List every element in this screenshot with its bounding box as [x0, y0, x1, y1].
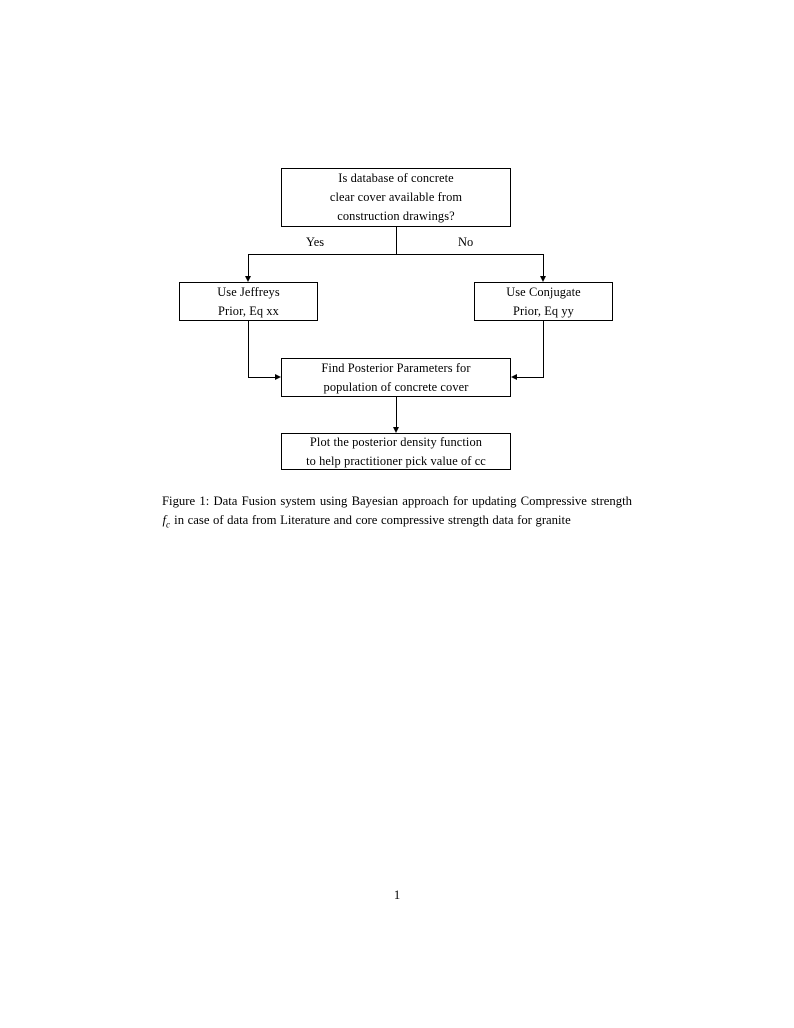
figure-caption-text-before: Data Fusion system using Bayesian approa…: [213, 494, 632, 508]
math-variable-subscript: c: [166, 519, 171, 530]
node-conjugate-line-1: Use Conjugate: [506, 284, 581, 299]
flowchart-node-find-posterior-parameters: Find Posterior Parameters for population…: [281, 358, 511, 397]
arrowhead-to-plot: [393, 427, 399, 433]
edge-label-no: No: [458, 235, 474, 249]
edge-jeffreys-to-posterior: [248, 377, 275, 378]
flowchart-node-conjugate-prior: Use Conjugate Prior, Eq yy: [474, 282, 613, 321]
node-posterior-line-1: Find Posterior Parameters for: [321, 360, 471, 375]
figure-caption-text-after: in case of data from Literature and core…: [174, 512, 571, 527]
edge-conjugate-down: [543, 321, 544, 377]
node-plot-line-2: to help practitioner pick value of cc: [306, 453, 486, 468]
edge-label-yes: Yes: [306, 235, 325, 249]
node-decision-line-3: construction drawings?: [337, 208, 455, 223]
node-posterior-line-2: population of concrete cover: [323, 379, 469, 394]
edge-conjugate-to-posterior: [517, 377, 544, 378]
node-jeffreys-line-1: Use Jeffreys: [217, 284, 280, 299]
edge-decision-stem: [396, 227, 397, 255]
arrowhead-jeffreys-into-posterior: [275, 374, 281, 380]
node-decision-line-1: Is database of concrete: [338, 171, 454, 186]
figure-1: Is database of concrete clear cover avai…: [0, 0, 794, 500]
node-jeffreys-line-2: Prior, Eq xx: [218, 303, 279, 318]
figure-caption-math-variable: fc: [162, 512, 171, 530]
edge-posterior-to-plot: [396, 397, 397, 427]
math-variable-base: f: [162, 512, 167, 527]
node-decision-line-2: clear cover available from: [329, 190, 463, 205]
edge-branch-right-drop: [543, 254, 544, 276]
arrowhead-to-jeffreys: [245, 276, 251, 282]
figure-caption: Figure 1: Data Fusion system using Bayes…: [162, 492, 632, 532]
node-conjugate-line-2: Prior, Eq yy: [513, 303, 574, 318]
figure-caption-label: Figure 1:: [162, 494, 210, 508]
edge-jeffreys-down: [248, 321, 249, 377]
edge-branch-bar: [248, 254, 544, 255]
flowchart-node-decision: Is database of concrete clear cover avai…: [281, 168, 511, 227]
node-plot-line-1: Plot the posterior density function: [309, 434, 483, 449]
flowchart-node-jeffreys-prior: Use Jeffreys Prior, Eq xx: [179, 282, 318, 321]
arrowhead-to-conjugate: [540, 276, 546, 282]
arrowhead-conjugate-into-posterior: [511, 374, 517, 380]
edge-branch-left-drop: [248, 254, 249, 276]
flowchart-node-plot-posterior-density: Plot the posterior density function to h…: [281, 433, 511, 470]
page-number: 1: [393, 888, 401, 902]
